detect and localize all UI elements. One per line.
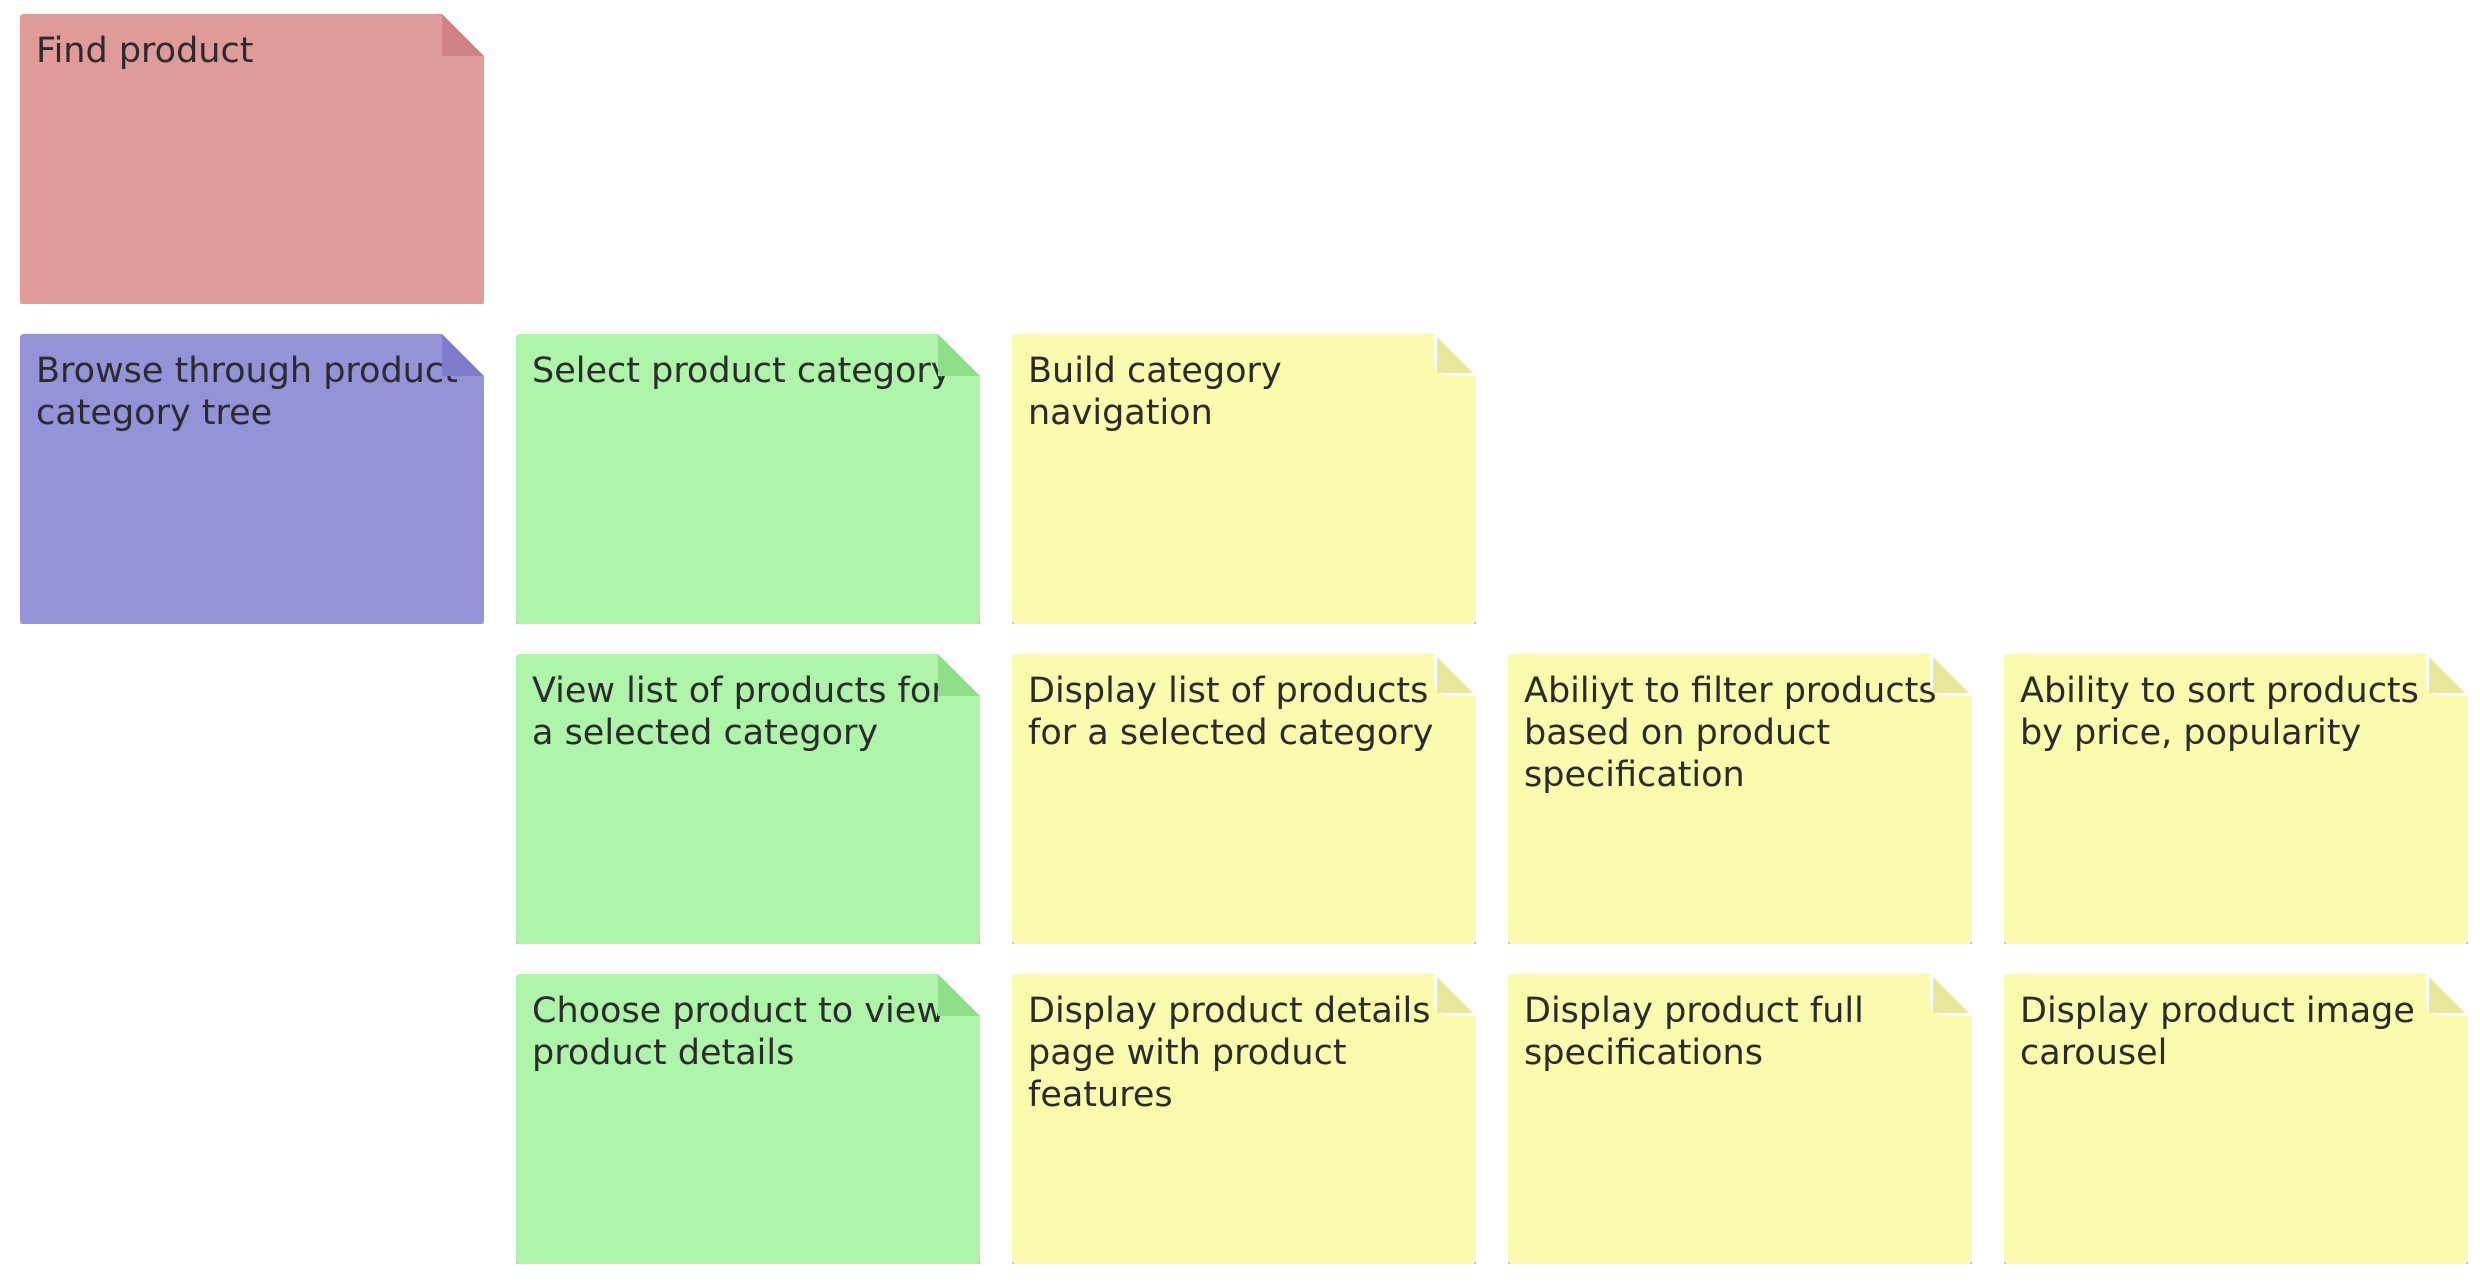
note-text: Abiliyt to filter products based on prod… xyxy=(1524,671,1937,795)
note-text: View list of products for a selected cat… xyxy=(532,671,946,753)
note-find-product[interactable]: Find product xyxy=(20,14,484,304)
note-text: Display product full specifications xyxy=(1524,991,1864,1073)
note-text: Browse through product category tree xyxy=(36,351,458,433)
note-text: Ability to sort products by price, popul… xyxy=(2020,671,2419,753)
note-display-full-specifications[interactable]: Display product full specifications xyxy=(1508,974,1972,1264)
note-sort-products[interactable]: Ability to sort products by price, popul… xyxy=(2004,654,2468,944)
note-display-product-details[interactable]: Display product details page with produc… xyxy=(1012,974,1476,1264)
note-build-category-navigation[interactable]: Build category navigation xyxy=(1012,334,1476,624)
note-display-image-carousel[interactable]: Display product image carousel xyxy=(2004,974,2468,1264)
note-choose-product[interactable]: Choose product to view product details xyxy=(516,974,980,1264)
note-select-product-category[interactable]: Select product category xyxy=(516,334,980,624)
note-text: Choose product to view product details xyxy=(532,991,945,1073)
note-text: Display product details page with produc… xyxy=(1028,991,1431,1115)
note-text: Select product category xyxy=(532,351,952,391)
note-browse-category-tree[interactable]: Browse through product category tree xyxy=(20,334,484,624)
note-text: Find product xyxy=(36,31,254,71)
note-text: Display product image carousel xyxy=(2020,991,2415,1073)
note-text: Display list of products for a selected … xyxy=(1028,671,1434,753)
note-text: Build category navigation xyxy=(1028,351,1282,433)
note-display-list-of-products[interactable]: Display list of products for a selected … xyxy=(1012,654,1476,944)
note-view-list-of-products[interactable]: View list of products for a selected cat… xyxy=(516,654,980,944)
note-filter-products[interactable]: Abiliyt to filter products based on prod… xyxy=(1508,654,1972,944)
